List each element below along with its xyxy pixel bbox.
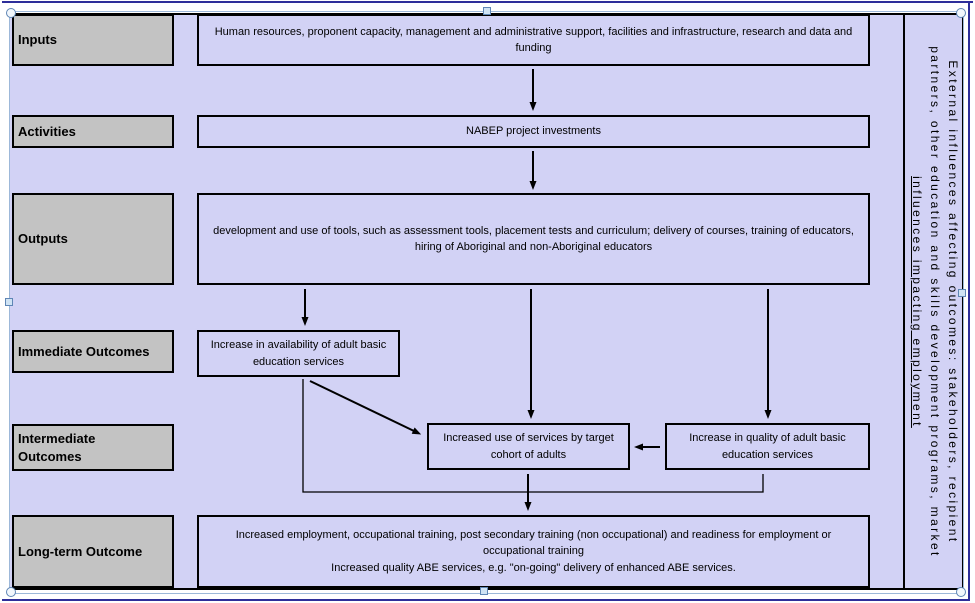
row-label-intermediate-outcomes-text: Intermediate Outcomes bbox=[18, 430, 96, 464]
selection-handle-bottom-middle[interactable] bbox=[480, 587, 488, 595]
inputs-box-text: Human resources, proponent capacity, man… bbox=[214, 25, 853, 55]
row-label-immediate-outcomes[interactable]: Immediate Outcomes bbox=[12, 330, 174, 373]
intermediate-use-box[interactable]: Increased use of services by target coho… bbox=[427, 423, 630, 470]
intermediate-quality-box-text: Increase in quality of adult basic educa… bbox=[689, 432, 846, 461]
outer-frame-bottom bbox=[2, 599, 970, 601]
immediate-availability-box-text: Increase in availability of adult basic … bbox=[210, 339, 387, 368]
row-label-intermediate-outcomes[interactable]: Intermediate Outcomes bbox=[12, 424, 174, 471]
outputs-box[interactable]: development and use of tools, such as as… bbox=[197, 193, 870, 285]
selection-handle-bottom-right[interactable] bbox=[956, 587, 966, 597]
external-influences-text-block: External influences affecting outcomes: … bbox=[906, 18, 962, 586]
activities-box[interactable]: NABEP project investments bbox=[197, 115, 870, 148]
row-label-longterm-outcome[interactable]: Long-term Outcome bbox=[12, 515, 174, 588]
intermediate-quality-box[interactable]: Increase in quality of adult basic educa… bbox=[665, 423, 870, 470]
row-label-outputs[interactable]: Outputs bbox=[12, 193, 174, 285]
external-influences-panel[interactable]: External influences affecting outcomes: … bbox=[903, 13, 964, 590]
outer-frame-right bbox=[968, 1, 970, 601]
row-label-longterm-outcome-text: Long-term Outcome bbox=[18, 543, 143, 559]
row-label-inputs[interactable]: Inputs bbox=[12, 14, 174, 66]
external-influences-line3: influences impacting employment bbox=[909, 175, 924, 428]
selection-handle-bottom-left[interactable] bbox=[6, 587, 16, 597]
row-label-activities[interactable]: Activities bbox=[12, 115, 174, 148]
row-label-outputs-text: Outputs bbox=[18, 231, 68, 247]
intermediate-use-box-text: Increased use of services by target coho… bbox=[443, 432, 614, 461]
selection-handle-top-right[interactable] bbox=[956, 8, 966, 18]
outputs-box-text: development and use of tools, such as as… bbox=[213, 224, 854, 254]
row-label-activities-text: Activities bbox=[18, 123, 76, 139]
selection-handle-right-middle[interactable] bbox=[958, 289, 966, 297]
external-influences-line1: External influences affecting outcomes: … bbox=[945, 59, 960, 544]
longterm-outcome-box[interactable]: Increased employment, occupational train… bbox=[197, 515, 870, 588]
outer-frame-top bbox=[2, 1, 973, 3]
row-label-inputs-text: Inputs bbox=[18, 32, 57, 48]
longterm-outcome-line1: Increased employment, occupational train… bbox=[235, 528, 832, 558]
external-influences-line2: partners, other education and skills dev… bbox=[927, 45, 942, 558]
inputs-box[interactable]: Human resources, proponent capacity, man… bbox=[197, 14, 870, 66]
row-label-immediate-outcomes-text: Immediate Outcomes bbox=[18, 343, 150, 359]
selection-handle-top-left[interactable] bbox=[6, 8, 16, 18]
longterm-outcome-line2: Increased quality ABE services, e.g. "on… bbox=[331, 561, 736, 574]
diagram-canvas[interactable] bbox=[10, 13, 903, 590]
activities-box-text: NABEP project investments bbox=[466, 125, 601, 138]
immediate-availability-box[interactable]: Increase in availability of adult basic … bbox=[197, 330, 400, 377]
selection-handle-top-middle[interactable] bbox=[483, 7, 491, 15]
selection-handle-left-middle[interactable] bbox=[5, 298, 13, 306]
